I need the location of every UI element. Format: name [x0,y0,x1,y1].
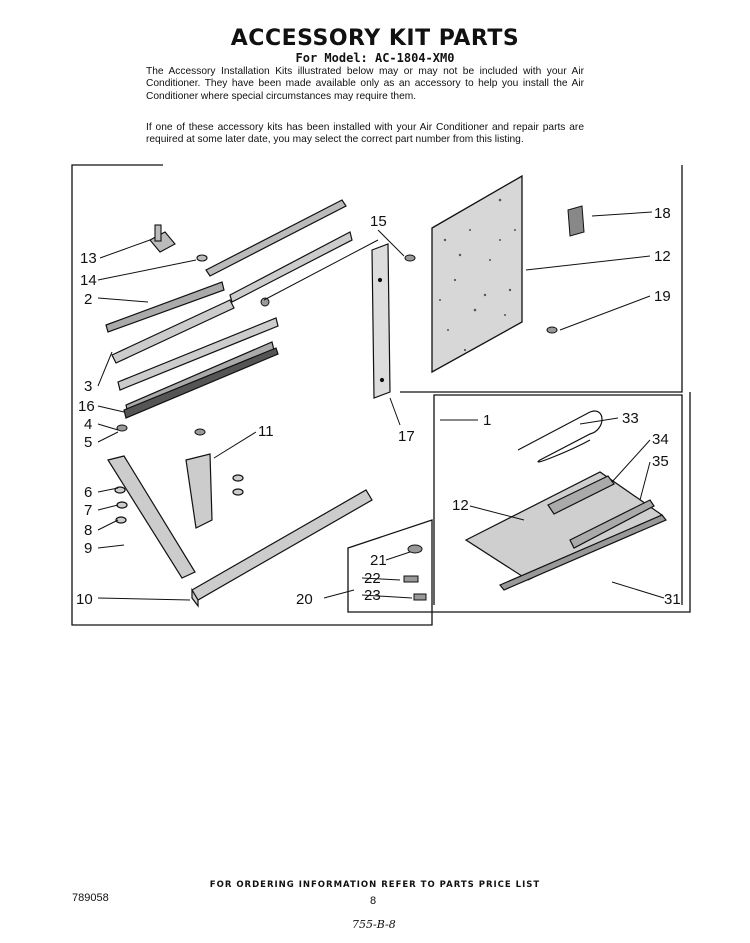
intro-paragraph-2: If one of these accessory kits has been … [146,122,584,146]
handwritten-note: 755-B-8 [352,918,396,931]
callout-8: 8 [84,522,92,539]
rail-10 [191,489,373,608]
support-leg [107,453,244,579]
callout-10: 10 [76,591,93,608]
callout-1: 1 [483,412,491,429]
callout-23: 23 [364,587,381,604]
callout-22: 22 [364,570,381,587]
callout-2: 2 [84,291,92,308]
model-subtitle: For Model: AC-1804-XM0 [295,51,455,65]
callout-12-assembly: 12 [452,497,469,514]
callout-35: 35 [652,453,669,470]
callout-5: 5 [84,434,92,451]
callout-33: 33 [622,410,639,427]
callout-18: 18 [654,205,671,222]
leader-lines [97,211,665,601]
callout-17: 17 [398,428,415,445]
callout-20: 20 [296,591,313,608]
callout-21: 21 [370,552,387,569]
callout-16: 16 [78,398,95,415]
diagram-frame [71,164,691,626]
channel-parts [105,199,353,419]
callout-7: 7 [84,502,92,519]
bar-17 [371,243,391,399]
hardware-box [347,519,433,613]
part-number: 789058 [72,892,109,904]
callout-3: 3 [84,378,92,395]
callout-13: 13 [80,250,97,267]
part-18 [567,205,585,237]
ordering-note: FOR ORDERING INFORMATION REFER TO PARTS … [209,880,541,890]
hardware-21-23 [403,544,427,601]
callout-11: 11 [258,423,274,440]
callout-15: 15 [370,213,387,230]
page-number: 8 [370,895,377,907]
callout-19: 19 [654,288,671,305]
callout-6: 6 [84,484,92,501]
page-title: ACCESSORY KIT PARTS [230,26,520,51]
intro-paragraph-1: The Accessory Installation Kits illustra… [146,66,584,102]
assembly-1 [464,410,667,591]
assembly-box [433,394,683,605]
callout-14: 14 [80,272,97,289]
bracket-13 [149,224,208,262]
callout-12: 12 [654,248,671,265]
callout-34: 34 [652,431,669,448]
screws [116,254,558,436]
panel-12 [431,174,523,374]
callout-4: 4 [84,416,92,433]
callout-9: 9 [84,540,92,557]
callout-31: 31 [664,591,681,608]
